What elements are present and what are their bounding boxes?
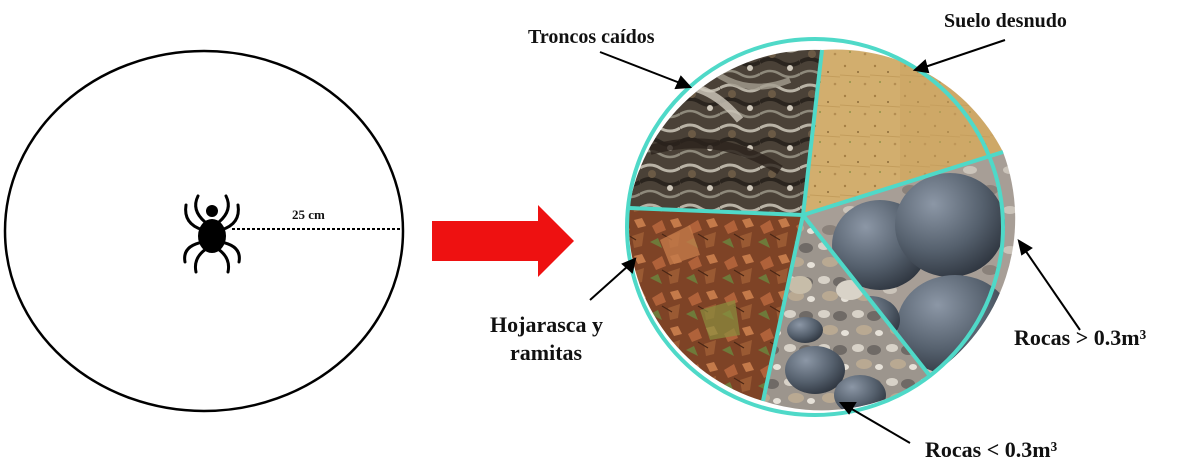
radius-label: 25 cm	[292, 207, 325, 222]
label-rocas-grandes: Rocas > 0.3m³	[1014, 325, 1147, 350]
sampling-plot: 25 cm	[5, 51, 403, 411]
habitat-pie	[600, 30, 1020, 430]
label-hojarasca-line2: ramitas	[510, 340, 583, 365]
label-suelo-desnudo: Suelo desnudo	[944, 10, 1067, 32]
label-rocas-pequenas: Rocas < 0.3m³	[925, 437, 1058, 462]
label-troncos-caidos: Troncos caídos	[528, 26, 655, 48]
spider-icon	[185, 196, 240, 272]
arrow-right-icon	[432, 205, 574, 277]
label-hojarasca-line1: Hojarasca y	[490, 312, 603, 337]
